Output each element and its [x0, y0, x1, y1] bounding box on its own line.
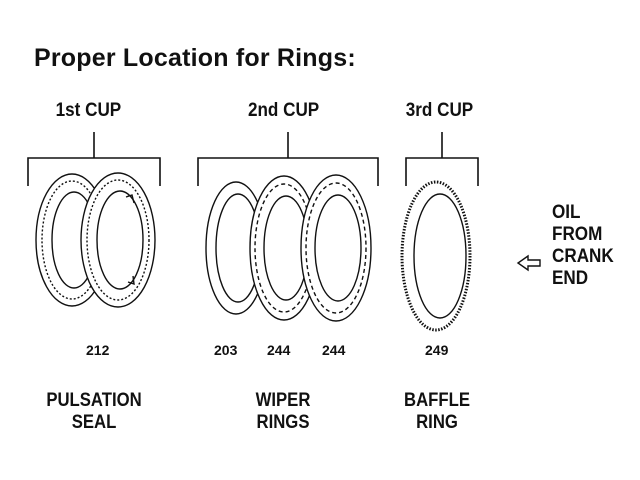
group-label-line: RINGS	[256, 412, 310, 433]
ring-244-a	[249, 175, 319, 321]
group-label-baffle-ring: BAFFLE RING	[397, 390, 476, 434]
oil-label-line: CRANK	[552, 246, 614, 267]
part-number-249: 249	[425, 342, 449, 358]
cup-label-3rd: 3rd CUP	[405, 100, 474, 121]
ring-244-b	[300, 174, 372, 322]
cup-label-2nd: 2nd CUP	[247, 100, 320, 121]
ring-203	[205, 181, 267, 315]
left-arrow-icon	[516, 254, 541, 272]
oil-label-line: END	[552, 268, 589, 289]
group-label-wiper-rings: WIPER RINGS	[243, 390, 322, 434]
ring-249	[400, 180, 472, 332]
part-number-212: 212	[86, 342, 110, 358]
oil-label-line: OIL	[552, 202, 581, 223]
ring-212-b	[80, 172, 156, 308]
page-title: Proper Location for Rings:	[34, 44, 356, 72]
part-number-244-a: 244	[267, 342, 291, 358]
part-number-244-b: 244	[322, 342, 346, 358]
oil-from-crank-end-label: OIL FROM CRANK END	[552, 202, 614, 290]
group-label-line: WIPER	[255, 390, 311, 411]
group-label-line: RING	[416, 412, 458, 433]
part-number-203: 203	[214, 342, 238, 358]
cup-label-1st: 1st CUP	[55, 100, 122, 121]
oil-label-line: FROM	[552, 224, 603, 245]
group-label-line: BAFFLE	[404, 390, 470, 411]
bracket-2nd-cup	[197, 132, 379, 186]
group-label-line: PULSATION	[46, 390, 142, 411]
bracket-3rd-cup	[405, 132, 479, 186]
group-label-line: SEAL	[71, 412, 117, 433]
cup-brackets	[27, 132, 479, 186]
bracket-1st-cup	[27, 132, 161, 186]
group-label-pulsation-seal: PULSATION SEAL	[38, 390, 151, 434]
